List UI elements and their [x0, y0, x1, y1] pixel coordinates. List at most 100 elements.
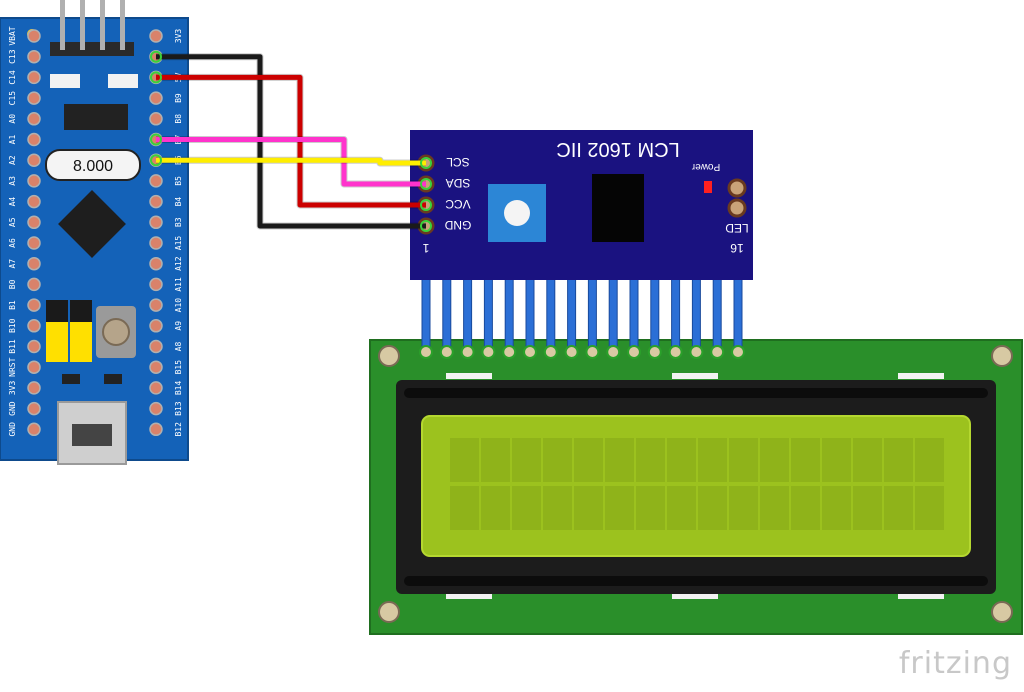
- pin-hole: [27, 236, 41, 250]
- pin-hole: [647, 345, 662, 359]
- wire-end: [420, 199, 432, 211]
- lcd-cell: [729, 438, 758, 482]
- lcd-cell: [822, 438, 851, 482]
- lcd-cell: [915, 438, 944, 482]
- wire-end: [150, 71, 162, 84]
- reset-button: [96, 306, 136, 358]
- smd-part: [50, 74, 80, 88]
- lcd-cell: [481, 438, 510, 482]
- led-label: LED: [725, 221, 749, 235]
- lcd-cell: [636, 486, 665, 530]
- pin-label: C14: [8, 70, 17, 85]
- pin-hole: [149, 256, 163, 271]
- pin-label: A12: [174, 256, 183, 271]
- pin-hole: [419, 345, 433, 359]
- pin-hole: [149, 319, 163, 333]
- pin-hole: [149, 236, 163, 250]
- pin-hole: [27, 298, 41, 312]
- pin-hole: [149, 112, 163, 126]
- mount-hole: [378, 345, 400, 367]
- pin-hole: [149, 215, 163, 230]
- pin-label: A0: [8, 114, 17, 124]
- lcd-cell: [853, 486, 882, 530]
- pin-index-start: 1: [422, 241, 429, 255]
- lcd-cell: [698, 486, 727, 530]
- pin-hole: [27, 29, 41, 43]
- left-pin-row: VBATC13C14C15A0A1A2A3A4A5A6A7B0B1B10B11N…: [8, 26, 41, 437]
- lcd-module: [369, 257, 1023, 635]
- pin-hole: [689, 345, 704, 359]
- pin-label: A11: [174, 277, 183, 292]
- wire-scl: [156, 157, 426, 166]
- pin-index-end: 16: [730, 241, 744, 255]
- pin-hole: [460, 345, 475, 359]
- top-pin-header: [50, 0, 134, 56]
- pin-hole: [523, 345, 537, 359]
- pin-label: B14: [174, 380, 183, 395]
- pin-hole: [149, 194, 163, 209]
- pin-hole: [149, 401, 163, 416]
- pin-hole: [149, 174, 163, 188]
- lcd-cell: [884, 486, 913, 530]
- lcd-cell: [698, 438, 727, 482]
- pin-hole: [27, 70, 41, 85]
- pin-label: A1: [8, 135, 17, 145]
- pin-hole: [27, 174, 41, 188]
- header-pin-label: SCL: [446, 155, 470, 169]
- i2c-pcb: [410, 130, 753, 280]
- pin-hole: [585, 345, 600, 359]
- lcd-cell: [512, 438, 541, 482]
- pin-hole: [606, 345, 621, 359]
- wire-end: [150, 50, 162, 63]
- pin-label: B3: [174, 217, 183, 227]
- pin-hole: [439, 345, 454, 359]
- mount-hole: [991, 601, 1013, 623]
- pin-hole: [27, 112, 41, 126]
- wire-end: [420, 157, 432, 169]
- pin-hole: [149, 298, 163, 312]
- lcd-cell: [884, 438, 913, 482]
- pin-hole: [668, 345, 683, 359]
- power-label: Power: [691, 161, 720, 172]
- pin-label: A3: [8, 176, 17, 186]
- pin-hole: [149, 360, 163, 374]
- pin-label: A5: [8, 217, 17, 227]
- led-jumper: [727, 178, 747, 218]
- crystal: 8.000: [45, 149, 141, 181]
- pin-label: A7: [8, 259, 17, 269]
- pin-label: B9: [174, 93, 183, 103]
- pin-hole: [27, 339, 41, 354]
- wire-end: [150, 133, 162, 146]
- mount-hole: [991, 345, 1013, 367]
- wire-end: [420, 220, 432, 232]
- pin-hole: [27, 215, 41, 230]
- pin-label: B0: [8, 279, 17, 289]
- boot-jumpers: [46, 300, 92, 362]
- smd-part: [104, 374, 122, 384]
- lcd-character-grid: [450, 438, 944, 530]
- pin-hole: [27, 256, 41, 271]
- lcd-cell: [760, 486, 789, 530]
- pin-hole: [149, 29, 163, 43]
- wires: [150, 50, 432, 232]
- header-pin-label: SDA: [446, 176, 471, 190]
- pin-hole: [27, 91, 41, 105]
- pin-label: A9: [174, 321, 183, 331]
- pin-label: C13: [8, 49, 17, 64]
- lcd-cell: [667, 486, 696, 530]
- pin-hole: [149, 91, 163, 105]
- fritzing-watermark: fritzing: [898, 646, 1012, 681]
- pin-label: B10: [8, 318, 17, 333]
- pin-label: B15: [174, 360, 183, 375]
- pin-hole: [27, 401, 41, 416]
- pin-hole: [481, 345, 496, 359]
- lcd-cell: [481, 486, 510, 530]
- pcf8574-chip: [592, 174, 644, 242]
- lcd-cell: [729, 486, 758, 530]
- lcd-cell: [512, 486, 541, 530]
- pin-label: C15: [8, 91, 17, 106]
- regulator-chip: [64, 104, 128, 130]
- pin-label: GND: [8, 422, 17, 437]
- lcd-cell: [667, 438, 696, 482]
